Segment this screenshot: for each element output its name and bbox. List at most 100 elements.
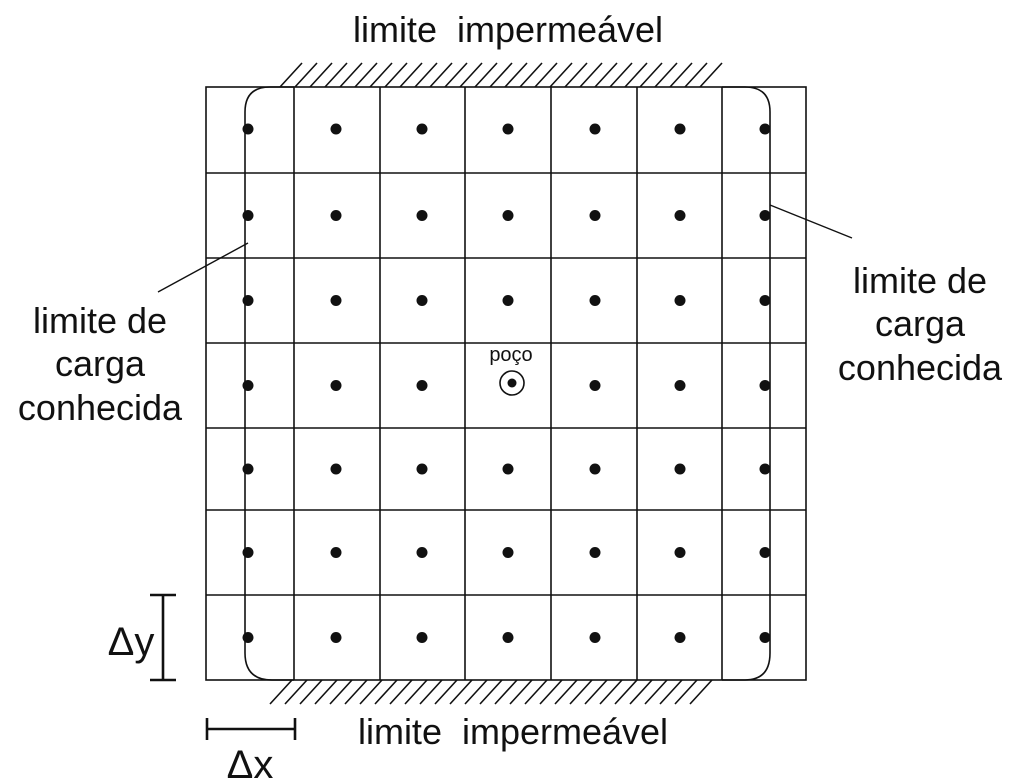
- boundary-node: [242, 210, 254, 221]
- hatch-line: [584, 679, 608, 705]
- hatch-line: [374, 679, 398, 705]
- boundary-node: [242, 123, 254, 135]
- hatch-line: [609, 62, 633, 88]
- grid-nodes: [242, 123, 771, 643]
- left-boundary-label-line1: limite de: [33, 300, 167, 341]
- dy-label: Δy: [108, 620, 155, 664]
- hatch-line: [479, 679, 503, 705]
- boundary-node: [242, 632, 254, 643]
- hatch-line: [399, 62, 423, 88]
- left-boundary-label-line2: carga: [55, 343, 146, 384]
- boundary-node: [759, 295, 771, 306]
- hatch-line: [614, 679, 638, 705]
- grid-node: [674, 123, 686, 135]
- grid-node: [502, 547, 514, 558]
- hatch-line: [339, 62, 363, 88]
- hatch-line: [299, 679, 323, 705]
- boundary-node: [759, 463, 771, 475]
- grid-node: [330, 380, 342, 391]
- hatch-line: [434, 679, 458, 705]
- known-head-boundary-right: [722, 86, 771, 681]
- grid-node: [330, 547, 342, 558]
- hatch-line: [389, 679, 413, 705]
- grid-node: [416, 210, 428, 221]
- grid-node: [674, 210, 686, 221]
- grid-node: [674, 295, 686, 306]
- hatch-line: [519, 62, 543, 88]
- grid-node: [589, 210, 601, 221]
- hatch-line: [314, 679, 338, 705]
- hatch-line: [569, 679, 593, 705]
- hatch-line: [284, 679, 308, 705]
- hatch-line: [534, 62, 558, 88]
- hatch-line: [539, 679, 563, 705]
- grid-node: [416, 123, 428, 135]
- hatch-line: [474, 62, 498, 88]
- grid-node: [674, 632, 686, 643]
- hatch-line: [279, 62, 303, 88]
- hatch-line: [489, 62, 513, 88]
- impermeable-hatching-bottom: [269, 679, 713, 705]
- hatch-line: [554, 679, 578, 705]
- grid-node: [502, 463, 514, 475]
- well-marker-node: [507, 378, 517, 388]
- hatch-line: [669, 62, 693, 88]
- hatch-line: [344, 679, 368, 705]
- top-boundary-label: limite impermeável: [353, 9, 663, 50]
- hatch-line: [579, 62, 603, 88]
- hatch-line: [689, 679, 713, 705]
- hatch-line: [594, 62, 618, 88]
- boundary-node: [759, 123, 771, 135]
- boundary-node: [759, 380, 771, 391]
- hatch-line: [639, 62, 663, 88]
- hatch-line: [509, 679, 533, 705]
- hatch-line: [494, 679, 518, 705]
- grid-node: [502, 295, 514, 306]
- grid-node: [416, 295, 428, 306]
- hatch-line: [684, 62, 708, 88]
- bottom-boundary-label: limite impermeável: [358, 711, 668, 752]
- dx-label: Δx: [227, 743, 274, 783]
- left-boundary-label-line3: conhecida: [18, 387, 183, 428]
- grid-node: [416, 380, 428, 391]
- right-label-leader: [769, 204, 853, 239]
- hatch-line: [444, 62, 468, 88]
- right-boundary-label-line2: carga: [875, 303, 966, 344]
- grid-outer-frame: [205, 86, 807, 681]
- grid-node: [416, 632, 428, 643]
- grid-node: [416, 463, 428, 475]
- hatch-line: [414, 62, 438, 88]
- grid-node: [502, 123, 514, 135]
- hatch-line: [624, 62, 648, 88]
- grid-node: [330, 632, 342, 643]
- hatch-line: [654, 62, 678, 88]
- right-boundary-label-line3: conhecida: [838, 347, 1003, 388]
- grid-node: [674, 380, 686, 391]
- right-boundary-label-line1: limite de: [853, 260, 987, 301]
- grid-node: [330, 463, 342, 475]
- hatch-line: [674, 679, 698, 705]
- hatch-line: [384, 62, 408, 88]
- hatch-line: [269, 679, 293, 705]
- impermeable-hatching-top: [279, 62, 723, 88]
- boundary-node: [242, 380, 254, 391]
- hatch-line: [659, 679, 683, 705]
- hatch-line: [369, 62, 393, 88]
- grid-node: [589, 547, 601, 558]
- boundary-node: [759, 547, 771, 558]
- hatch-line: [464, 679, 488, 705]
- hatch-line: [429, 62, 453, 88]
- boundary-node: [242, 547, 254, 558]
- grid: [205, 86, 807, 681]
- grid-node: [330, 295, 342, 306]
- hatch-line: [504, 62, 528, 88]
- grid-node: [674, 547, 686, 558]
- hatch-line: [324, 62, 348, 88]
- hatch-line: [459, 62, 483, 88]
- hatch-line: [404, 679, 428, 705]
- well-marker-ring: [499, 370, 525, 396]
- grid-node: [589, 463, 601, 475]
- hatch-line: [564, 62, 588, 88]
- hatch-line: [354, 62, 378, 88]
- left-label-leader: [157, 242, 249, 293]
